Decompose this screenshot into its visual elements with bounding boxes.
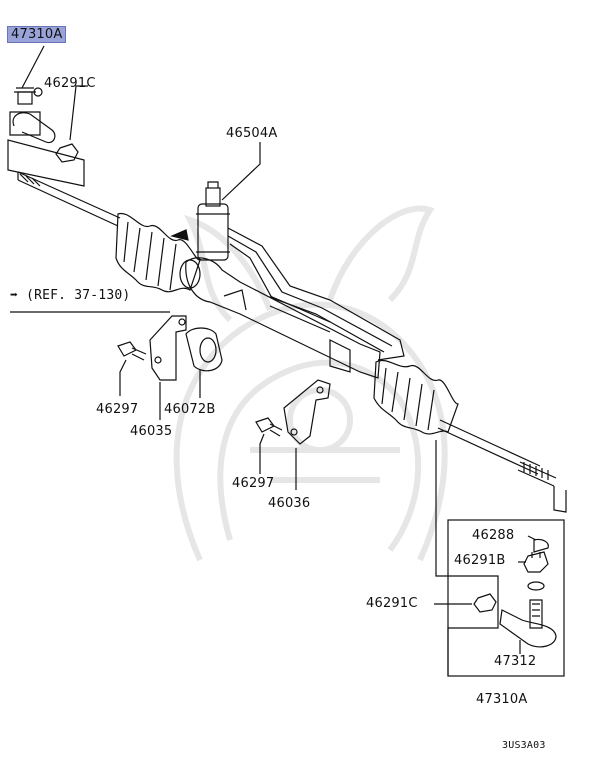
- tie-rod-end-47312: [499, 599, 557, 648]
- part-label-46072b[interactable]: 46072B: [164, 402, 216, 417]
- rack-shaft: [17, 171, 557, 487]
- leader-46288: [527, 535, 537, 541]
- boot-right: [373, 360, 459, 435]
- part-label-47312[interactable]: 47312: [494, 654, 537, 669]
- washer: [527, 581, 545, 591]
- part-label-46504a[interactable]: 46504A: [226, 126, 278, 141]
- reference-label: (REF. 37-130): [26, 288, 131, 303]
- bushing-46072b: [185, 327, 223, 372]
- detail-box: [447, 519, 565, 677]
- reference-link[interactable]: ➡ (REF. 37-130): [10, 288, 130, 303]
- bracket-46035: [149, 315, 187, 381]
- dash-box-left: [7, 139, 85, 187]
- cotter-pin-46288: [533, 538, 549, 553]
- bolt-46297-left: [117, 341, 147, 361]
- part-label-46291b[interactable]: 46291B: [454, 553, 506, 568]
- castle-nut-46291b: [523, 551, 549, 573]
- part-label-46288[interactable]: 46288: [472, 528, 515, 543]
- watermark-emblem: [173, 205, 448, 562]
- part-label-46297-a[interactable]: 46297: [96, 402, 139, 417]
- leader-47310a: [21, 45, 45, 89]
- part-label-47310a-bottom[interactable]: 47310A: [476, 692, 528, 707]
- part-label-46036[interactable]: 46036: [268, 496, 311, 511]
- tie-rod-end-left: [9, 87, 56, 144]
- part-label-46291c-bottom[interactable]: 46291C: [366, 596, 418, 611]
- leader-46291c: [69, 85, 88, 141]
- leader-46297-b: [259, 433, 265, 474]
- nut-46291c-top: [55, 143, 79, 163]
- nut-46291c-bottom: [473, 593, 497, 613]
- valve-body-46504a: [170, 181, 405, 361]
- boot-left: [115, 212, 202, 293]
- dash-box-right: [553, 486, 567, 513]
- bolt-46297-right: [255, 417, 283, 437]
- rack-housing: [179, 257, 381, 379]
- part-label-46291c-top[interactable]: 46291C: [44, 76, 96, 91]
- leader-46504a: [221, 142, 261, 201]
- leader-46297-a: [119, 359, 127, 396]
- part-label-46297-b[interactable]: 46297: [232, 476, 275, 491]
- part-label-46035[interactable]: 46035: [130, 424, 173, 439]
- arrow-right-icon: ➡: [10, 288, 19, 303]
- diagram-code: 3US3A03: [502, 740, 546, 751]
- part-label-47310a-highlighted[interactable]: 47310A: [7, 26, 67, 43]
- bracket-46036: [283, 379, 331, 445]
